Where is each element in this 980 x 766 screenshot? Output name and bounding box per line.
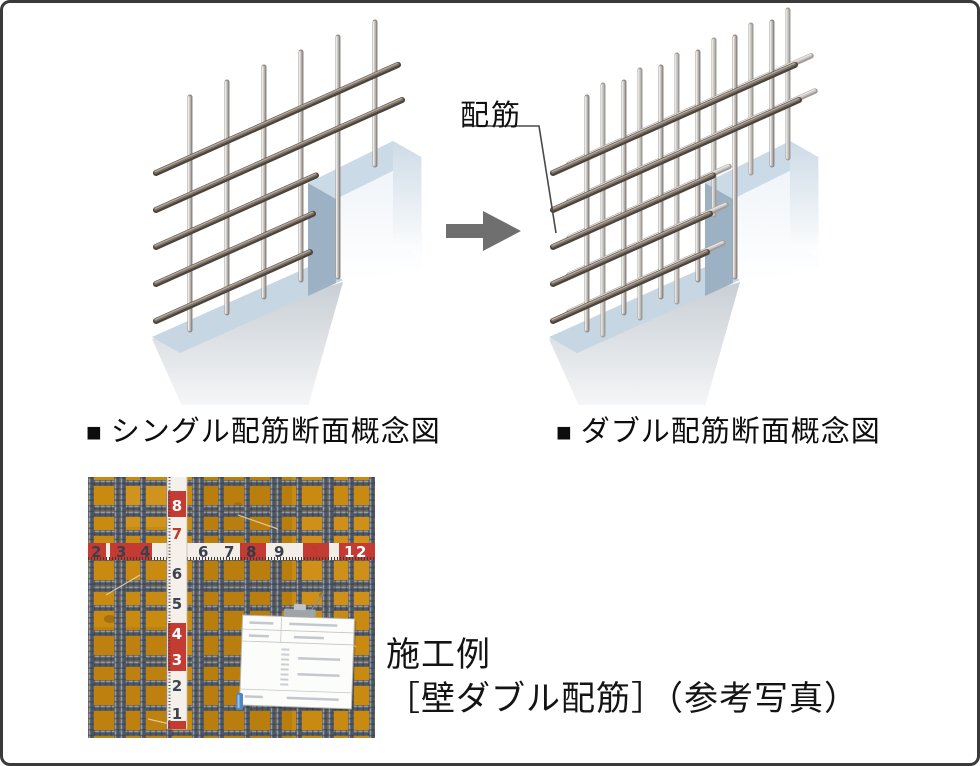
photo-caption: 施工例 ［壁ダブル配筋］（参考写真） bbox=[386, 634, 859, 721]
caption-single-diagram: ■シングル配筋断面概念図 bbox=[86, 408, 441, 450]
svg-text:2: 2 bbox=[91, 543, 101, 561]
caption-double-diagram: ■ダブル配筋断面概念図 bbox=[556, 408, 881, 450]
svg-text:8: 8 bbox=[246, 543, 256, 561]
square-bullet-icon: ■ bbox=[556, 418, 573, 447]
rebar-callout-label: 配筋 bbox=[460, 100, 523, 132]
photo-caption-line1: 施工例 bbox=[386, 637, 491, 674]
right-arrow-icon bbox=[446, 211, 521, 251]
svg-text:3: 3 bbox=[116, 543, 126, 561]
caption-single-text: シングル配筋断面概念図 bbox=[110, 416, 441, 448]
svg-text:7: 7 bbox=[224, 543, 234, 561]
svg-text:9: 9 bbox=[274, 543, 284, 561]
photo-caption-line2: ［壁ダブル配筋］（参考写真） bbox=[386, 680, 859, 718]
double-rebar-diagram bbox=[549, 7, 819, 405]
svg-text:6: 6 bbox=[172, 565, 182, 583]
svg-text:7: 7 bbox=[172, 525, 182, 543]
square-bullet-icon: ■ bbox=[86, 418, 103, 447]
svg-text:2: 2 bbox=[172, 677, 182, 695]
callout-leader-line bbox=[463, 125, 557, 234]
svg-text:4: 4 bbox=[140, 543, 150, 561]
svg-text:2: 2 bbox=[356, 543, 366, 561]
svg-text:5: 5 bbox=[172, 595, 182, 613]
svg-text:1: 1 bbox=[344, 543, 354, 561]
svg-text:3: 3 bbox=[172, 651, 182, 669]
caption-double-text: ダブル配筋断面概念図 bbox=[580, 416, 881, 448]
svg-text:6: 6 bbox=[198, 543, 208, 561]
svg-text:1: 1 bbox=[172, 705, 182, 723]
single-rebar-diagram bbox=[152, 19, 422, 405]
svg-text:8: 8 bbox=[172, 497, 182, 515]
svg-text:4: 4 bbox=[172, 625, 182, 643]
svg-text:1: 1 bbox=[310, 543, 320, 561]
